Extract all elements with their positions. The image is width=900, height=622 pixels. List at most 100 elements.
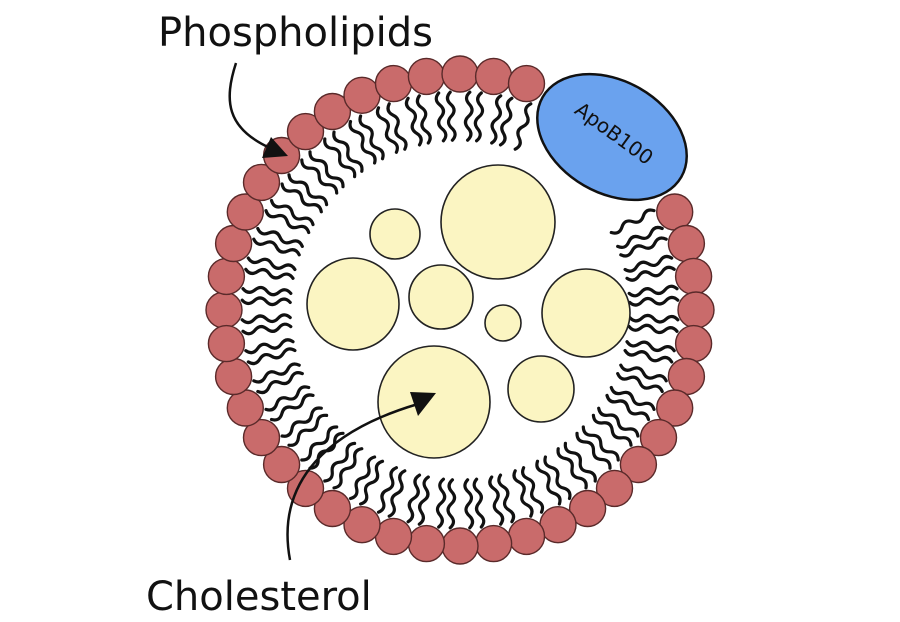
phospholipid-tail [591,413,633,447]
phospholipid-tail [244,338,295,355]
phospholipid-tail [241,322,293,336]
phospholipid-tail [406,473,422,524]
phospholipid-head [207,324,246,363]
phospholipid-tail [628,295,680,307]
phospholipids-arrowhead [262,137,288,158]
phospholipid-tail [616,225,664,249]
phospholipid-tail [287,413,329,447]
phospholipid-tail [605,393,651,422]
phospholipid-tail [256,226,304,248]
phospholipid-tail [435,477,447,529]
cholesterol-droplet [306,257,400,351]
phospholipid-head [474,524,513,563]
phospholipid-tail [375,106,399,154]
phospholipid-tail [287,173,329,207]
phospholipid-head [507,517,546,556]
phospholipid-tail [556,447,588,490]
phospholipid-tail [490,94,503,145]
phospholipid-head [474,57,513,96]
phospholipid-tail [463,478,475,530]
phospholipid-tail [300,158,339,195]
phospholipid-head [568,489,607,528]
phospholipid-tail [628,313,680,324]
phospholipid-tail [280,406,323,438]
phospholipid-tail [269,393,315,422]
phospholipid-head [674,324,713,363]
phospholipid-tail [434,91,448,143]
phospholipid-tail [623,254,674,273]
phospholipid-head [539,506,577,544]
cholesterol-droplet [484,304,522,342]
phospholipid-tail [446,478,457,530]
phospholipid-tail [535,459,562,506]
phospholipid-head [286,469,325,508]
cholesterol-droplet [440,164,556,280]
phospholipid-head [214,357,253,396]
phospholipid-head [205,291,243,329]
phospholipid-tail [359,459,385,506]
phospholipid-tails [240,90,680,530]
phospholipid-head [214,224,253,263]
phospholipid-tail [563,441,597,483]
phospholipid-head [677,291,715,329]
phospholipid-head [656,193,694,231]
phospholipid-tail [332,447,364,490]
phospholipid-tail [240,296,292,307]
phospholipid-tail [252,237,301,257]
phospholipid-tail [619,236,668,258]
cholesterol-arrow [286,402,419,561]
phospholipid-tail [463,90,474,142]
phospholipid-tail [323,137,357,179]
phospholipid-tail [609,208,656,235]
phospholipid-tail [348,455,377,501]
cholesterol-droplet [408,264,474,330]
phospholipid-tail [244,267,295,280]
phospholipid-tail [252,362,301,384]
apob100-protein: ApoB100 [536,72,688,202]
phospholipid-tail [348,119,377,165]
phospholipid-head [595,469,634,508]
phospholipid-tail [269,198,315,227]
phospholipid-tail [616,372,664,394]
arrows [228,62,436,561]
phospholipid-head [313,92,352,131]
phospholipid-head [656,389,694,427]
phospholipid-head [262,445,301,484]
phospholipid-tail [513,102,533,151]
phospholipid-tail [488,475,505,526]
phospholipid-tail [575,431,612,470]
cholesterol-label: Cholesterol [146,574,372,620]
phospholipid-head [667,357,706,396]
phospholipid-tail [280,182,323,214]
phospholipid-head [374,517,413,556]
phospholipid-tail [264,209,311,235]
phospholipid-head [207,257,246,296]
phospholipid-tail [308,150,345,189]
phospholipid-tail [512,469,534,518]
phospholipid-tail [256,371,304,395]
phospholipid-tail [241,285,293,297]
phospholipid-head [674,257,713,296]
phospholipids-label: Phospholipids [158,10,433,56]
phospholipid-head [667,224,706,263]
phospholipid-tail [623,348,674,364]
phospholipid-head [226,193,265,231]
phospholipid-head [407,57,446,96]
phospholipid-head [226,389,265,427]
phospholipids-arrow [228,62,271,150]
phospholipid-tail [619,363,668,383]
phospholipid-tail [246,256,297,272]
phospholipid-tail [581,425,620,462]
phospholipid-head [639,418,678,457]
phospholipid-tail [323,441,357,483]
phospholipid-head [242,163,281,202]
phospholipid-tail [609,385,656,411]
phospholipid-head [343,506,381,544]
phospholipid-tail [627,284,679,298]
phospholipid-head [313,489,352,528]
phospholipid-tail [472,477,486,529]
phospholipid-head [286,112,325,151]
phospholipid-tail [300,425,339,462]
phospholipid-tail [240,313,292,325]
